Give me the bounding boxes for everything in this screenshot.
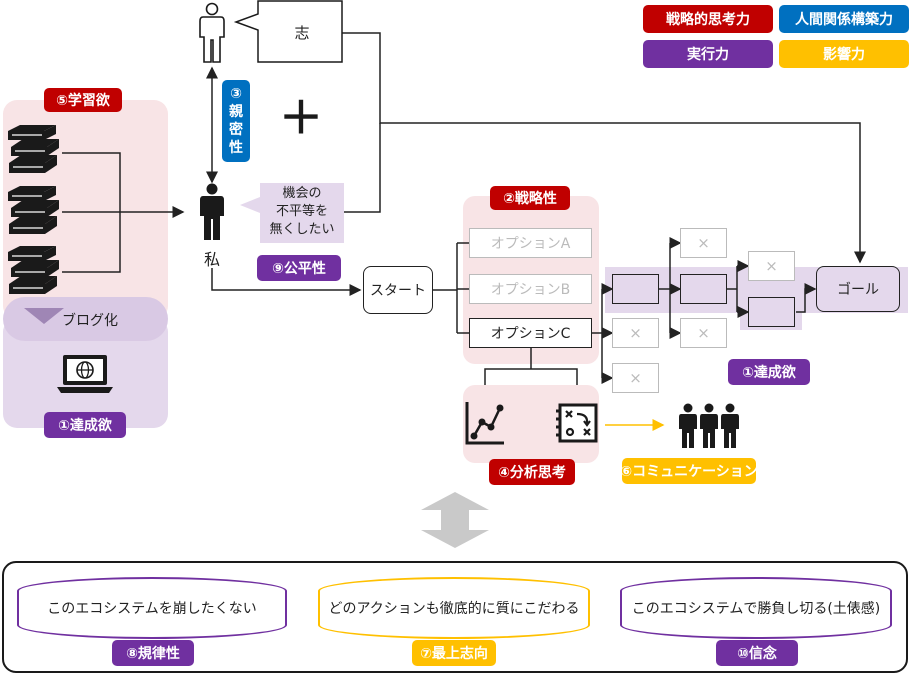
person-outline-icon <box>197 2 227 64</box>
achievement-badge-right: ①達成欲 <box>728 359 810 385</box>
maximizer-badge: ⑦最上志向 <box>412 640 496 666</box>
option-a-box: オプションA <box>469 228 592 258</box>
step-box <box>748 297 795 327</box>
option-b-box: オプションB <box>469 274 592 304</box>
learning-badge: ⑤学習欲 <box>44 88 122 112</box>
person-solid-icon <box>198 183 226 241</box>
blog-label: ブログ化 <box>62 313 118 329</box>
rejected-box: × <box>612 363 659 393</box>
inequality-text: 機会の 不平等を 無くしたい <box>269 186 335 237</box>
legend-execution: 実行力 <box>643 40 773 68</box>
step-box <box>680 274 727 304</box>
discipline-badge: ⑧規律性 <box>112 640 194 666</box>
step-box <box>612 274 659 304</box>
tactics-board-icon <box>556 401 600 445</box>
laptop-globe-icon <box>57 353 113 395</box>
fairness-badge: ⑨公平性 <box>257 255 341 281</box>
rejected-box: × <box>680 318 727 348</box>
chevron-down-icon <box>24 308 64 326</box>
goal-box: ゴール <box>816 266 900 312</box>
books-icon <box>5 246 61 296</box>
legend-interpersonal: 人間関係構築力 <box>779 5 909 33</box>
strategy-badge: ②戦略性 <box>490 186 570 210</box>
start-box: スタート <box>363 266 433 314</box>
values-frame <box>2 561 908 673</box>
achievement-badge-left: ①達成欲 <box>44 412 126 438</box>
analysis-badge: ④分析思考 <box>489 459 575 485</box>
line-chart-icon <box>464 400 506 446</box>
communication-badge: ⑥コミュニケーション <box>620 458 758 484</box>
me-label: 私 <box>203 250 220 269</box>
legend-strategic: 戦略的思考力 <box>643 5 773 33</box>
rejected-box: × <box>680 228 727 258</box>
double-arrow-icon <box>415 492 495 548</box>
aspiration-text: 志 <box>294 24 310 42</box>
value-cylinder: どのアクションも徹底的に質にこだわる <box>318 577 590 639</box>
inequality-bubble <box>240 183 344 243</box>
belief-badge: ⑩信念 <box>716 640 798 666</box>
books-icon <box>5 125 61 175</box>
rejected-box: × <box>748 251 795 281</box>
aspiration-bubble <box>232 0 344 64</box>
rejected-box: × <box>612 318 659 348</box>
value-cylinder: このエコシステムを崩したくない <box>17 577 287 639</box>
intimacy-badge: ③ 親 密 性 <box>222 80 250 162</box>
books-icon <box>5 186 61 236</box>
option-c-box: オプションC <box>469 318 592 348</box>
value-cylinder: このエコシステムで勝負し切る(土俵感) <box>620 577 892 639</box>
blog-arrow-band <box>3 297 168 341</box>
plus-icon: ＋ <box>279 93 323 144</box>
legend-influence: 影響力 <box>779 40 909 68</box>
people-group-icon <box>678 403 740 449</box>
